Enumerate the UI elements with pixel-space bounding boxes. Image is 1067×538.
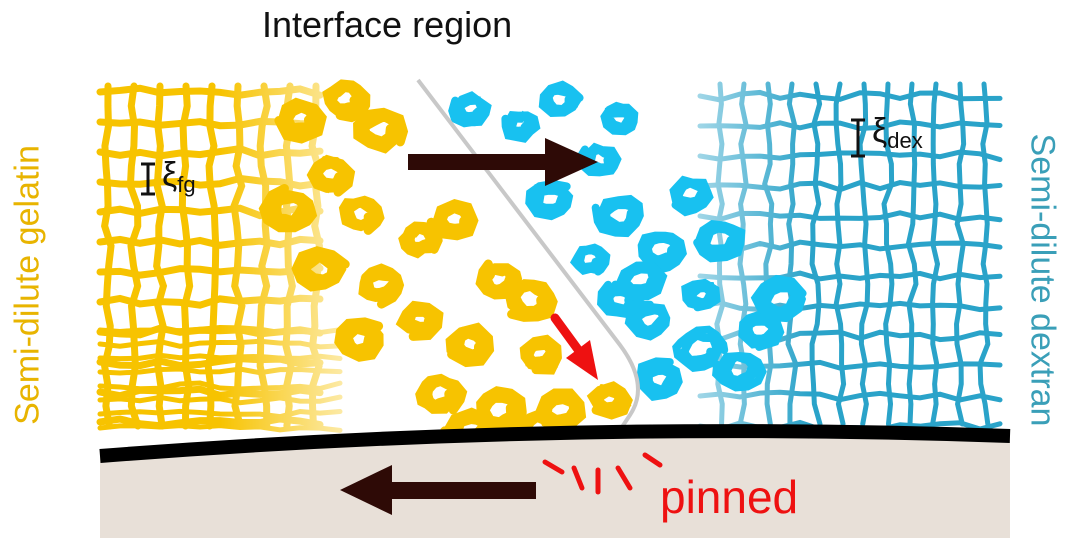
pinned-label: pinned [660,471,799,523]
xi-fg-label: ξfg [162,156,196,198]
dextran-coils [448,80,807,401]
xi-dex-scale-bar [851,118,865,158]
xi-fg-symbol: ξ [162,156,178,194]
dextran-side-label: Semi-dilute dextran [1023,133,1062,427]
substrate-left-arrow [340,465,536,515]
gelatin-coils [258,79,633,456]
pinning-arrow [550,313,598,380]
pinned-tick-marks [542,452,663,495]
interface-boundary-line [416,78,640,432]
diagram-title: Interface region [262,4,513,45]
xi-dex-subscript: dex [887,128,923,153]
flow-right-arrow [408,138,598,186]
xi-fg-scale-bar [141,162,155,196]
xi-dex-label: ξdex [872,112,923,154]
xi-dex-symbol: ξ [872,112,888,150]
gelatin-label-container: Semi-dilute gelatin [4,90,52,480]
substrate-edge [99,424,1011,463]
substrate [100,431,1010,538]
xi-fg-subscript: fg [177,172,196,197]
gelatin-side-label: Semi-dilute gelatin [8,145,47,425]
dextran-label-container: Semi-dilute dextran [1018,80,1066,480]
